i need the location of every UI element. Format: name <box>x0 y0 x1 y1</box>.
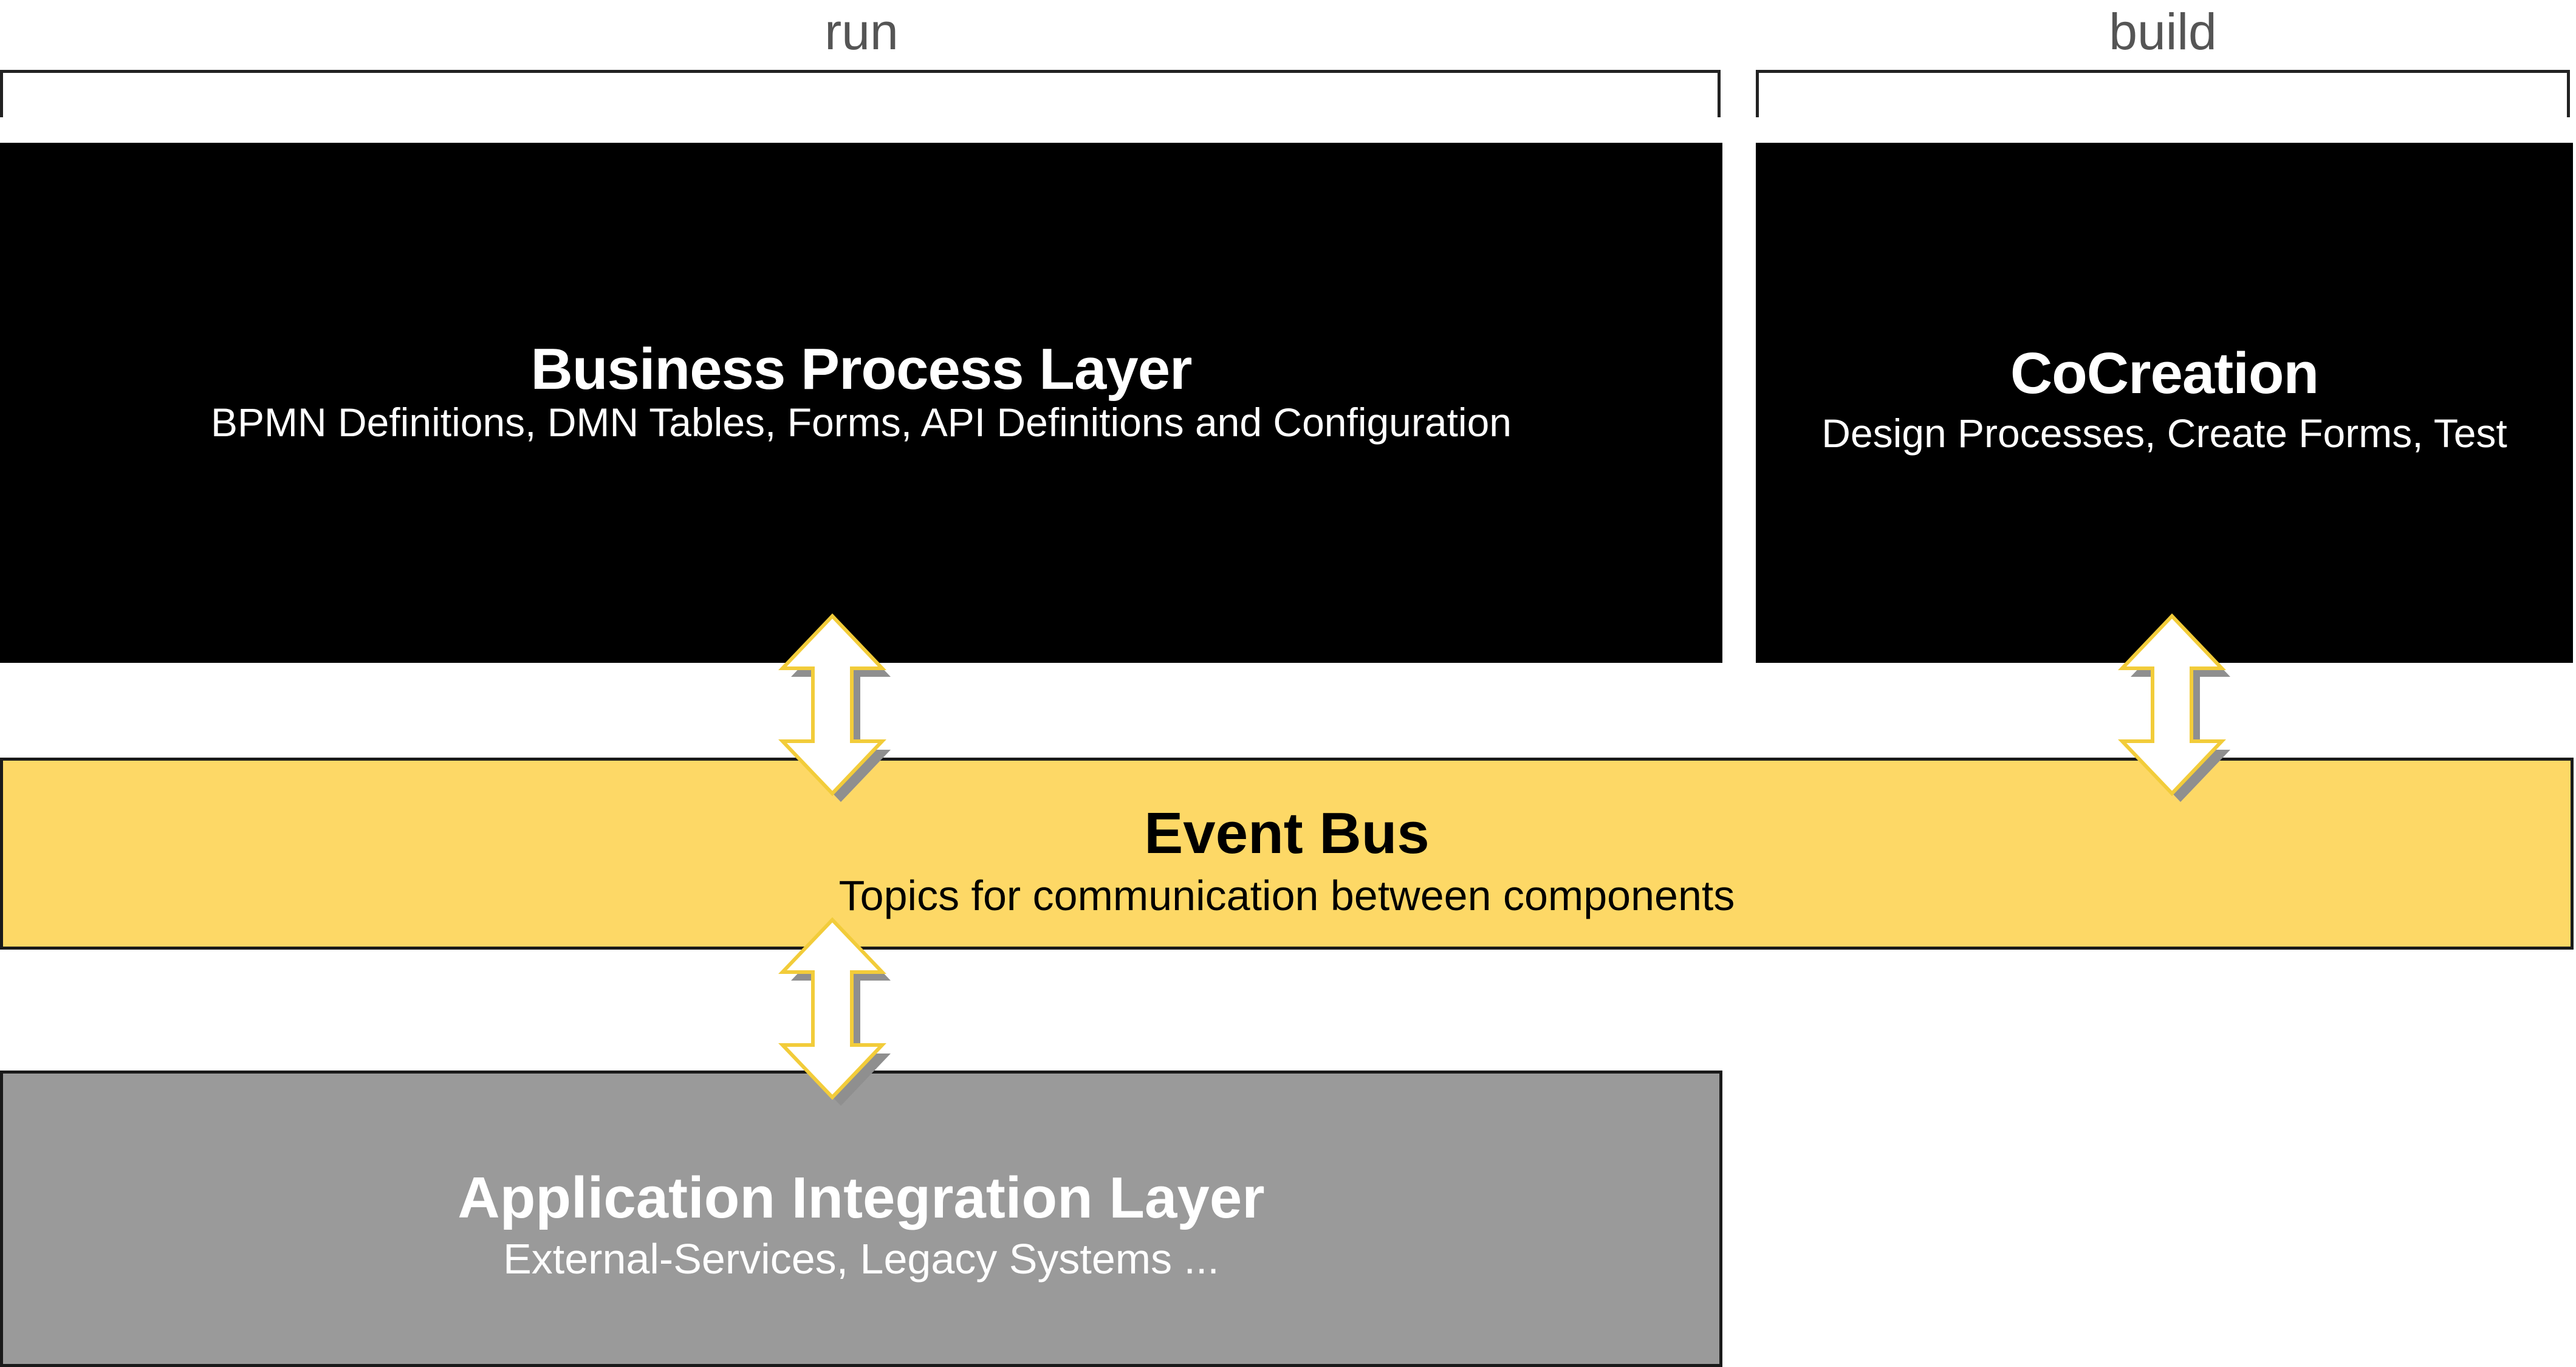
business-process-layer-title: Business Process Layer <box>530 337 1193 402</box>
application-integration-layer-subtitle: External-Services, Legacy Systems ... <box>503 1235 1219 1283</box>
cocreation-subtitle: Design Processes, Create Forms, Test <box>1821 411 2507 456</box>
application-integration-layer-title: Application Integration Layer <box>457 1165 1265 1230</box>
application-integration-layer-box[interactable]: Application Integration Layer External-S… <box>0 1071 1722 1367</box>
eventbus-integration-arrow-icon <box>778 917 891 1106</box>
cocreation-eventbus-arrow-icon <box>2117 613 2230 802</box>
business-eventbus-arrow-icon <box>778 613 891 802</box>
event-bus-title: Event Bus <box>1144 801 1430 866</box>
build-bracket <box>1756 70 2570 117</box>
cocreation-title: CoCreation <box>2010 341 2319 406</box>
build-group-label: build <box>2109 3 2217 60</box>
business-process-layer-box[interactable]: Business Process Layer BPMN Definitions,… <box>0 143 1722 663</box>
event-bus-subtitle: Topics for communication between compone… <box>838 872 1735 919</box>
run-bracket <box>0 70 1721 117</box>
business-process-layer-subtitle: BPMN Definitions, DMN Tables, Forms, API… <box>210 400 1512 445</box>
cocreation-box[interactable]: CoCreation Design Processes, Create Form… <box>1756 143 2573 663</box>
run-group-label: run <box>824 3 899 60</box>
event-bus-box[interactable]: Event Bus Topics for communication betwe… <box>0 758 2574 950</box>
